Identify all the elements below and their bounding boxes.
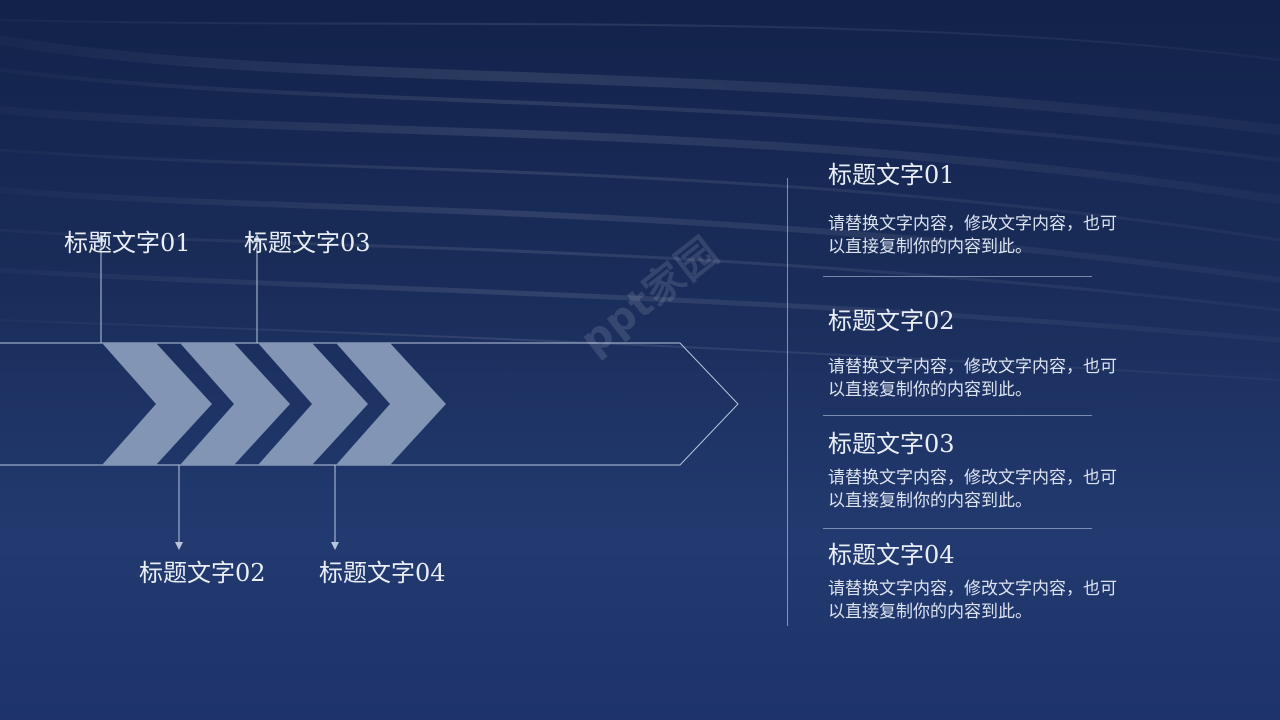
- section-title: 标题文字04: [828, 541, 955, 569]
- section-02: 标题文字02 请替换文字内容，修改文字内容，也可以直接复制你的内容到此。: [828, 307, 1148, 402]
- section-04: 标题文字04 请替换文字内容，修改文字内容，也可以直接复制你的内容到此。: [828, 541, 1148, 624]
- section-title: 标题文字01: [828, 161, 955, 189]
- section-body: 请替换文字内容，修改文字内容，也可以直接复制你的内容到此。: [828, 357, 1117, 400]
- arrow-up-icon: [97, 234, 105, 242]
- section-title: 标题文字03: [828, 430, 955, 458]
- section-separator: [823, 415, 1092, 416]
- vertical-divider: [787, 178, 788, 626]
- timeline-label-04: 标题文字04: [319, 559, 446, 587]
- arrow-up-icon: [253, 234, 261, 242]
- section-body: 请替换文字内容，修改文字内容，也可以直接复制你的内容到此。: [828, 468, 1117, 511]
- arrow-down-icon: [331, 542, 339, 550]
- section-body: 请替换文字内容，修改文字内容，也可以直接复制你的内容到此。: [828, 214, 1117, 257]
- section-01: 标题文字01 请替换文字内容，修改文字内容，也可以直接复制你的内容到此。: [828, 161, 1148, 259]
- section-separator: [823, 276, 1092, 277]
- section-03: 标题文字03 请替换文字内容，修改文字内容，也可以直接复制你的内容到此。: [828, 430, 1148, 513]
- arrow-down-icon: [175, 542, 183, 550]
- section-separator: [823, 528, 1092, 529]
- section-title: 标题文字02: [828, 307, 955, 335]
- timeline-label-03: 标题文字03: [244, 229, 371, 257]
- timeline-label-02: 标题文字02: [139, 559, 266, 587]
- section-body: 请替换文字内容，修改文字内容，也可以直接复制你的内容到此。: [828, 579, 1117, 622]
- timeline-label-01: 标题文字01: [64, 229, 191, 257]
